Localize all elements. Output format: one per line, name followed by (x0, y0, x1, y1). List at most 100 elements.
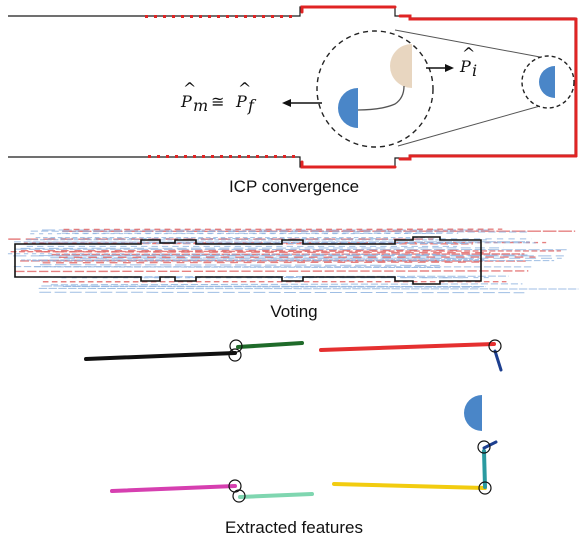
fitted-dot (235, 15, 238, 18)
fitted-dot (184, 155, 187, 158)
label-model-sub: m (193, 96, 208, 115)
fitted-dot (172, 15, 175, 18)
fitted-dot (262, 15, 265, 18)
fitted-dot (274, 155, 277, 158)
feature-junction-marker (232, 489, 246, 503)
fitted-dot (229, 155, 232, 158)
caption-icp: ICP convergence (229, 177, 359, 196)
fitted-dot (154, 15, 157, 18)
zoom-line-upper (394, 29, 541, 58)
vote-line (14, 241, 536, 244)
feature-junction-marker (229, 339, 243, 353)
fitted-dot (193, 155, 196, 158)
vote-line (42, 261, 482, 264)
arrow-head-right (445, 64, 454, 72)
label-fit-sub: f (247, 96, 257, 115)
vote-line (62, 286, 482, 288)
fitted-dot (256, 155, 259, 158)
fitted-dot (247, 155, 250, 158)
vote-line (20, 247, 504, 249)
fitted-dot (190, 15, 193, 18)
fitted-dot (217, 15, 220, 18)
feature-black-line (84, 351, 237, 361)
fitted-dot (202, 155, 205, 158)
fitted-dot (208, 15, 211, 18)
fitted-points-top-shoulder (300, 5, 397, 14)
feature-red-line (319, 342, 496, 352)
label-initial-hat: ^ (462, 44, 475, 63)
label-model-op: ≅ (211, 92, 224, 111)
vote-line (10, 250, 561, 253)
zoom-line-lower (397, 105, 541, 147)
vote-line (40, 264, 440, 266)
voting-panel: Voting (7, 228, 579, 321)
vote-line (15, 248, 568, 251)
label-initial-sub: i (472, 61, 477, 80)
convergence-path (357, 85, 405, 111)
fitted-dot (289, 15, 292, 18)
fitted-dots-top (145, 15, 292, 18)
fitted-dot (238, 155, 241, 158)
fitted-dot (157, 155, 160, 158)
feature-junction-marker (478, 481, 492, 495)
feature-navy-line (493, 349, 503, 372)
feature-junction-marker (477, 440, 491, 454)
arrow-head-left (282, 99, 291, 107)
fitted-points-top-step (398, 14, 578, 21)
label-fit-p: P (235, 92, 247, 111)
features-panel: Extracted features (84, 339, 503, 537)
fitted-dot (226, 15, 229, 18)
model-outline (8, 6, 576, 168)
feature-yellow-line (332, 482, 487, 490)
feature-magenta-line (110, 484, 237, 493)
vote-line (15, 270, 529, 273)
voting-model-outline (14, 236, 482, 285)
fitted-dot (211, 155, 214, 158)
feature-semicircle (464, 395, 482, 431)
icp-panel: P ^ m ≅ P ^ f P ^ i ICP convergence (8, 5, 578, 196)
fitted-dot (271, 15, 274, 18)
fitted-dot (166, 155, 169, 158)
fitted-dots-bottom (148, 155, 295, 158)
vote-line (41, 285, 486, 288)
zoom-circle (316, 30, 434, 148)
fitted-dot (244, 15, 247, 18)
feature-mint-line (238, 492, 314, 499)
label-initial-p: P (459, 57, 471, 76)
label-fit-hat: ^ (238, 79, 251, 98)
fitted-dot (199, 15, 202, 18)
fitted-points (300, 5, 578, 169)
feature-junction-marker (228, 348, 242, 362)
fitted-dot (148, 155, 151, 158)
fitted-dot (280, 15, 283, 18)
fitted-dot (175, 155, 178, 158)
vote-lines (7, 228, 579, 294)
fitted-dot (292, 155, 295, 158)
fitted-dot (181, 15, 184, 18)
vote-line (7, 253, 441, 255)
fitted-dot (283, 155, 286, 158)
fitted-points-bottom-step (398, 154, 578, 161)
semicircle-small (539, 66, 555, 98)
fitted-dot (163, 15, 166, 18)
fitted-dot (145, 15, 148, 18)
vote-line (38, 287, 579, 290)
caption-features: Extracted features (225, 518, 363, 537)
feature-green-line (236, 341, 304, 349)
fitted-dot (253, 15, 256, 18)
fitted-dot (220, 155, 223, 158)
label-model-hat: ^ (183, 79, 196, 98)
semicircle-final (338, 88, 358, 128)
vote-line (50, 283, 523, 286)
caption-voting: Voting (270, 302, 317, 321)
vote-line (39, 291, 525, 294)
label-initial: P ^ i (459, 44, 477, 80)
label-model-fit: P ^ m ≅ P ^ f (180, 79, 257, 115)
fitted-points-bottom-shoulder (300, 160, 397, 169)
feature-junction-marker (488, 339, 502, 353)
feature-teal-line (482, 449, 487, 489)
label-model-p: P (180, 92, 192, 111)
semicircle-initial (390, 44, 412, 88)
fitted-dot (265, 155, 268, 158)
